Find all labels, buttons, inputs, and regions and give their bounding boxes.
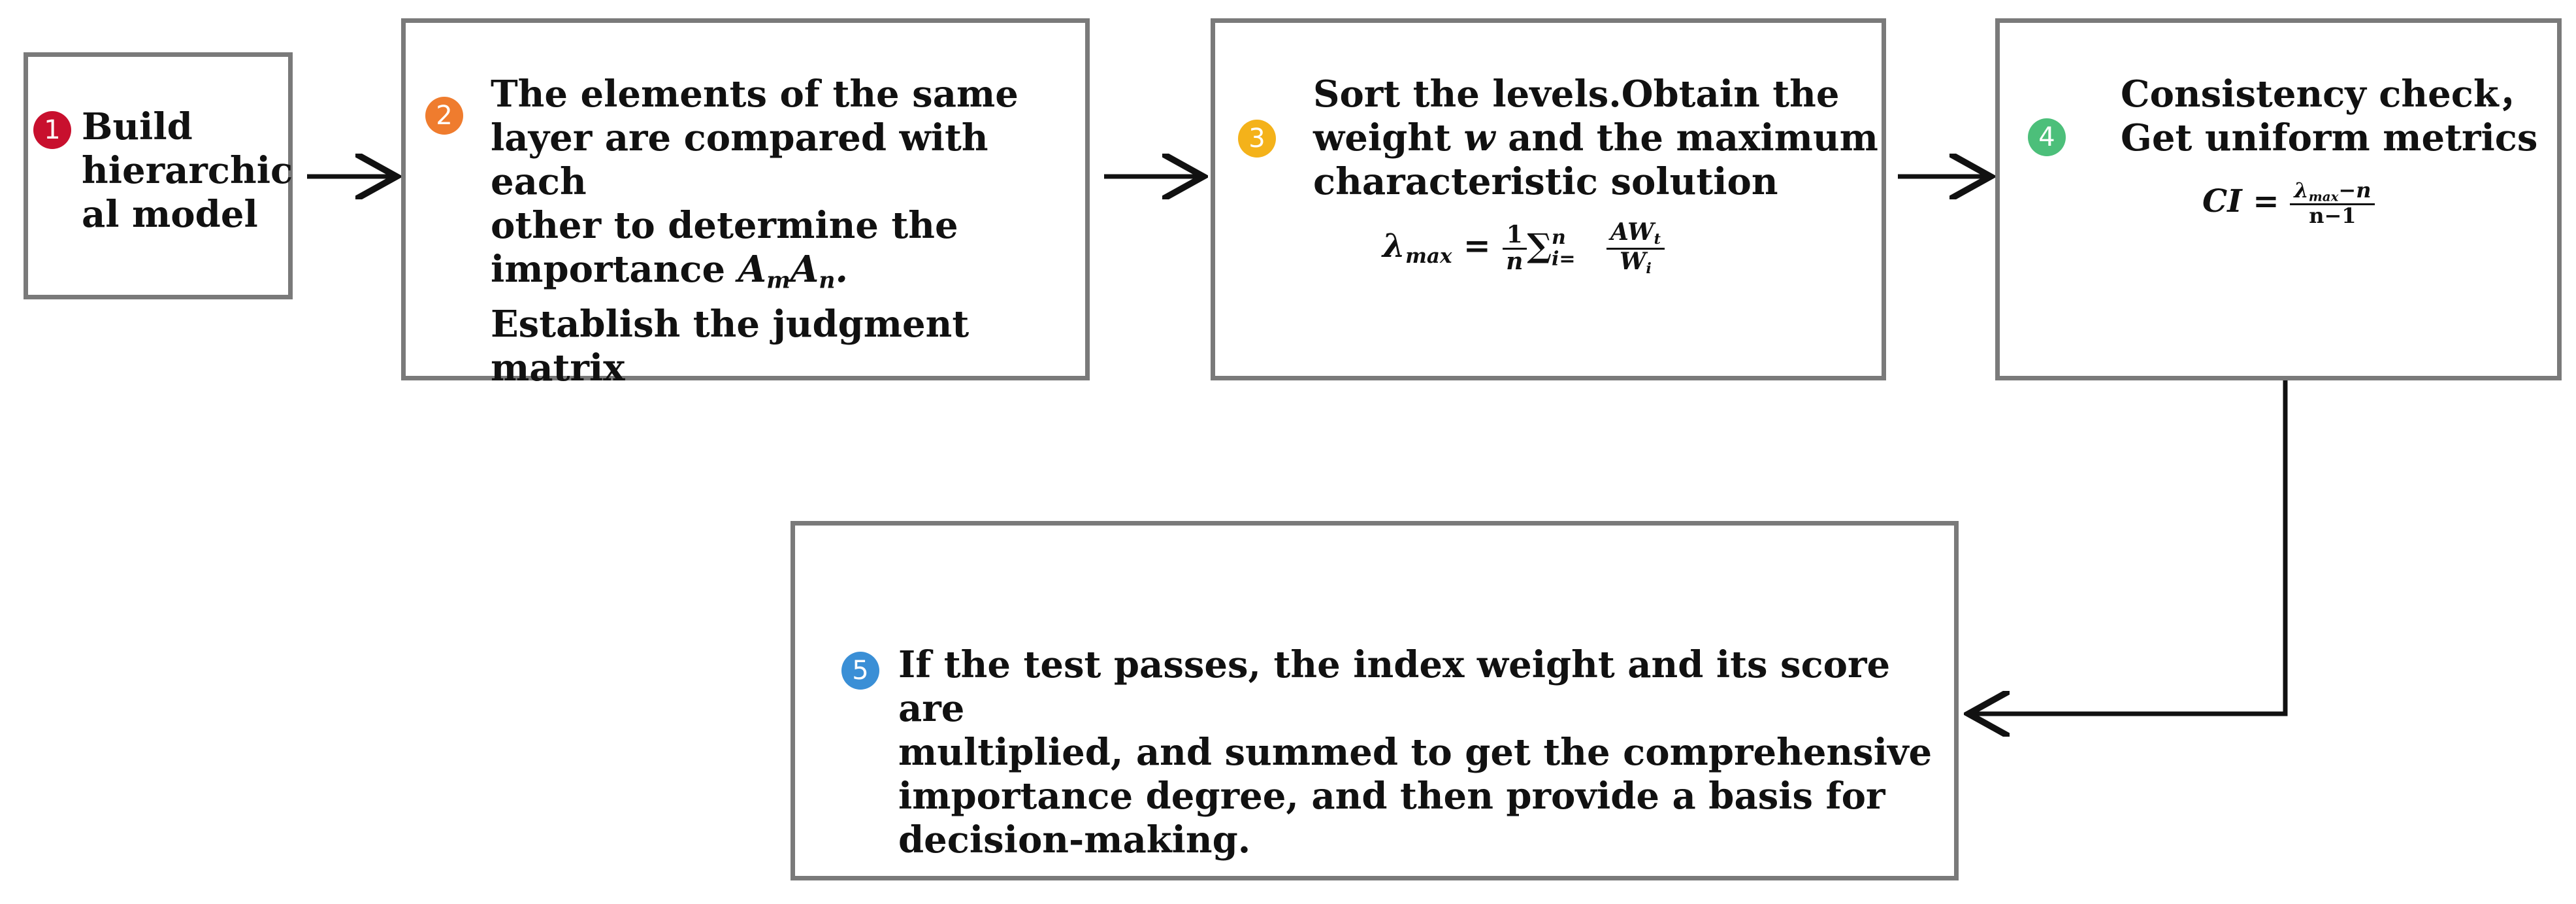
step-1-badge: 1: [33, 111, 71, 149]
step-2-badge: 2: [425, 97, 463, 135]
step-4-text: Consistency check， Get uniform metrics: [2121, 73, 2538, 159]
weight-symbol: w: [1463, 116, 1495, 159]
step-4-box: 4 Consistency check， Get uniform metrics…: [1995, 18, 2562, 380]
step-1-text: Build hierarchic al model: [82, 105, 293, 236]
ci-formula: CI = λmax−n n−1: [2202, 179, 2375, 227]
step-3-text: Sort the levels.Obtain the weight w and …: [1313, 73, 1878, 203]
step-5-box: 5 If the test passes, the index weight a…: [791, 521, 1959, 880]
step-1-box: 1 Build hierarchic al model: [24, 52, 293, 299]
step-2-box: 2 The elements of the same layer are com…: [401, 18, 1090, 390]
importance-formula: AmAn.: [738, 248, 849, 294]
step-3-badge: 3: [1238, 120, 1276, 158]
arrow-4-to-5: [1973, 380, 2288, 714]
step-2-text: The elements of the same layer are compa…: [491, 73, 1019, 390]
step-4-badge: 4: [2028, 118, 2066, 156]
step-5-text: If the test passes, the index weight and…: [898, 643, 1932, 862]
step-5-badge: 5: [841, 652, 879, 690]
step-3-box: 3 Sort the levels.Obtain the weight w an…: [1211, 18, 1886, 380]
